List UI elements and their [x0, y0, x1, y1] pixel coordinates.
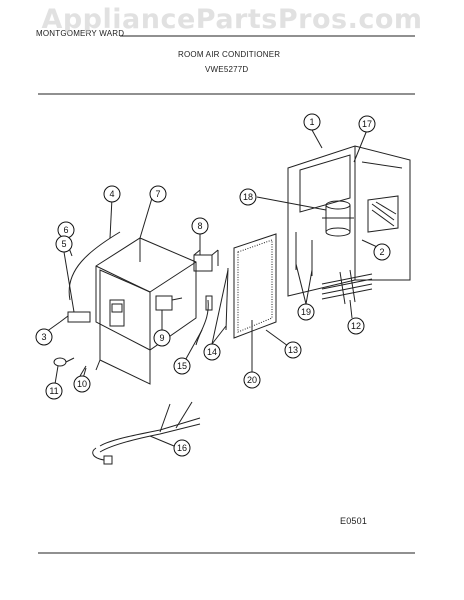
- diagram-code: E0501: [340, 516, 368, 526]
- callout-7: 7: [155, 189, 160, 199]
- diagram-title: ROOM AIR CONDITIONER: [178, 50, 281, 59]
- callout-8: 8: [197, 221, 202, 231]
- thermostat: [155, 295, 183, 311]
- callout-15: 15: [177, 361, 187, 371]
- model-number: VWE5277D: [205, 65, 249, 74]
- capacitor: [322, 200, 354, 237]
- callout-10: 10: [77, 379, 87, 389]
- watermark: AppliancePartsPros.com: [41, 4, 423, 35]
- fitting: [53, 357, 75, 367]
- wire-harness-small: [321, 269, 373, 305]
- callout-19: 19: [301, 307, 311, 317]
- wire-harness: [92, 401, 201, 465]
- callout-1: 1: [309, 117, 314, 127]
- callout-5: 5: [61, 239, 66, 249]
- callout-3: 3: [41, 332, 46, 342]
- switch: [193, 249, 219, 272]
- callout-2: 2: [379, 247, 384, 257]
- callout-6: 6: [63, 225, 68, 235]
- control-housing: [287, 145, 411, 297]
- callout-14: 14: [207, 347, 217, 357]
- callout-17: 17: [362, 119, 372, 129]
- callout-12: 12: [351, 321, 361, 331]
- callout-20: 20: [247, 375, 257, 385]
- callout-16: 16: [177, 443, 187, 453]
- brand-label: MONTGOMERY WARD: [36, 29, 125, 38]
- callout-13: 13: [288, 345, 298, 355]
- callouts: [35, 113, 391, 457]
- callout-4: 4: [109, 189, 114, 199]
- callout-18: 18: [243, 192, 253, 202]
- sensing-bulb: [195, 299, 209, 346]
- filter-panel: [233, 233, 277, 339]
- callout-9: 9: [159, 333, 164, 343]
- leader-lines: [45, 129, 389, 447]
- callout-11: 11: [49, 386, 58, 396]
- power-cord: [68, 231, 121, 301]
- terminal-block: [67, 311, 91, 323]
